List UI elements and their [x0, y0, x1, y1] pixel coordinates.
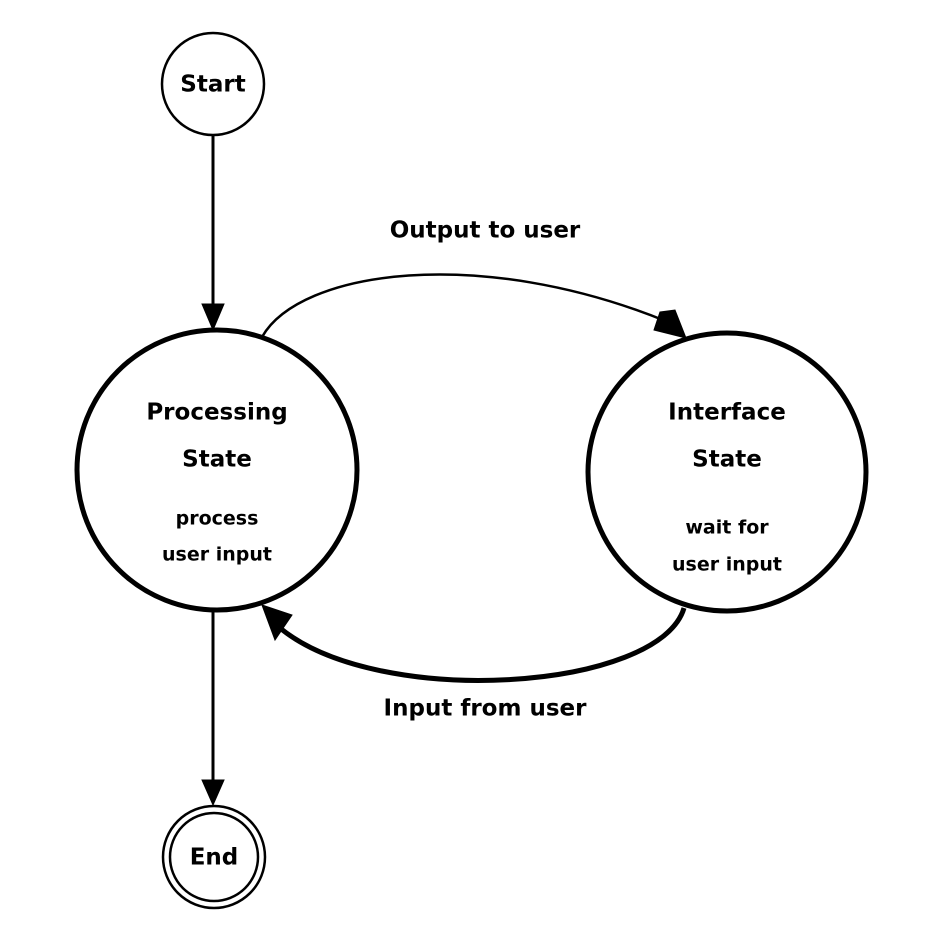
end-node-inner-circle: [168, 811, 260, 903]
end-node: End: [161, 804, 267, 910]
processing-state-node: Processing State process user input: [74, 327, 360, 613]
interface-state-node: Interface State wait for user input: [585, 330, 869, 614]
edge-input-from-user: Input from user: [261, 604, 687, 722]
edge-start-to-processing-arrowhead: [201, 303, 225, 332]
edge-input-from-user-arrowhead: [261, 604, 293, 642]
processing-state-title-line1: Processing: [146, 400, 287, 426]
edge-start-to-processing: [201, 135, 225, 332]
start-node-label: Start: [180, 72, 245, 98]
interface-state-desc-line1: wait for: [685, 517, 769, 539]
edge-output-to-user-curve: [260, 273, 669, 338]
processing-state-desc-line1: process: [176, 508, 259, 530]
end-node-label: End: [190, 845, 239, 871]
interface-state-title-line1: Interface: [668, 400, 786, 426]
edge-input-from-user-curve: [278, 607, 687, 683]
edge-output-to-user-arrowhead: [653, 309, 687, 339]
processing-state-title-line2: State: [182, 447, 252, 473]
edge-output-to-user-label: Output to user: [390, 218, 581, 244]
processing-state-desc-line2: user input: [162, 544, 272, 566]
interface-state-desc-line2: user input: [672, 554, 782, 576]
edge-processing-to-end-arrowhead: [201, 779, 225, 807]
interface-state-circle: [585, 330, 869, 614]
edge-processing-to-end: [201, 612, 225, 807]
interface-state-title-line2: State: [692, 447, 762, 473]
start-node: Start: [160, 31, 266, 137]
edge-output-to-user: Output to user: [260, 218, 687, 339]
processing-state-circle: [74, 327, 360, 613]
edge-input-from-user-label: Input from user: [384, 696, 588, 722]
